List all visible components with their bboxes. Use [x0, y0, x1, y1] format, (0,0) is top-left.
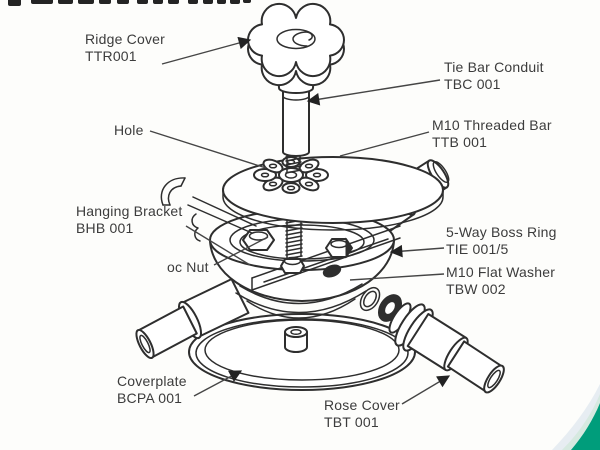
label-m10-flat-washer: M10 Flat Washer TBW 002 — [446, 264, 555, 298]
label-ridge-cover: Ridge Cover TTR001 — [85, 31, 165, 65]
corner-swoosh — [552, 384, 600, 450]
part-code: TIE 001/5 — [446, 241, 509, 257]
part-code: BCPA 001 — [117, 390, 183, 406]
part-name: Hole — [114, 122, 144, 138]
boss-ring-spout-lower-left — [135, 278, 250, 360]
label-oc-nut: oc Nut — [167, 259, 209, 276]
leader-lines — [149, 36, 451, 405]
part-name: Rose Cover — [324, 397, 400, 413]
hanging-bracket-part — [251, 225, 401, 291]
part-code: TBC 001 — [444, 76, 501, 92]
nut-right-part — [325, 237, 353, 259]
part-name: 5-Way Boss Ring — [446, 224, 557, 240]
ridge-cover-part — [247, 2, 345, 87]
coverplate-hub — [284, 326, 308, 353]
part-name: Hanging Bracket — [76, 203, 183, 219]
threaded-bar-lower — [280, 193, 342, 278]
loc-nut-part — [242, 229, 275, 251]
label-hanging-bracket: Hanging Bracket BHB 001 — [76, 203, 183, 237]
part-name: M10 Flat Washer — [446, 264, 556, 280]
label-m10-threaded-bar: M10 Threaded Bar TTB 001 — [432, 117, 552, 151]
label-coverplate: Coverplate BCPA 001 — [117, 373, 187, 407]
label-five-way-boss-ring: 5-Way Boss Ring TIE 001/5 — [446, 224, 557, 258]
part-code: TBT 001 — [324, 414, 379, 430]
label-rose-cover: Rose Cover TBT 001 — [324, 397, 400, 431]
coverplate-part — [188, 313, 416, 391]
part-name: Coverplate — [117, 373, 187, 389]
part-name: oc Nut — [167, 259, 209, 275]
part-code: TTB 001 — [432, 134, 488, 150]
top-plate-part — [222, 156, 444, 231]
rose-cover-part — [388, 302, 505, 394]
hanging-bracket-hook — [160, 177, 257, 242]
part-code: TBW 002 — [446, 281, 506, 297]
part-code: TTR001 — [85, 48, 137, 64]
part-code: BHB 001 — [76, 220, 134, 236]
label-hole: Hole — [114, 122, 144, 139]
petal-nut — [253, 156, 329, 194]
label-tie-bar-conduit: Tie Bar Conduit TBC 001 — [444, 59, 544, 93]
part-name: Ridge Cover — [85, 31, 166, 47]
part-name: M10 Threaded Bar — [432, 117, 552, 133]
part-name: Tie Bar Conduit — [444, 59, 544, 75]
